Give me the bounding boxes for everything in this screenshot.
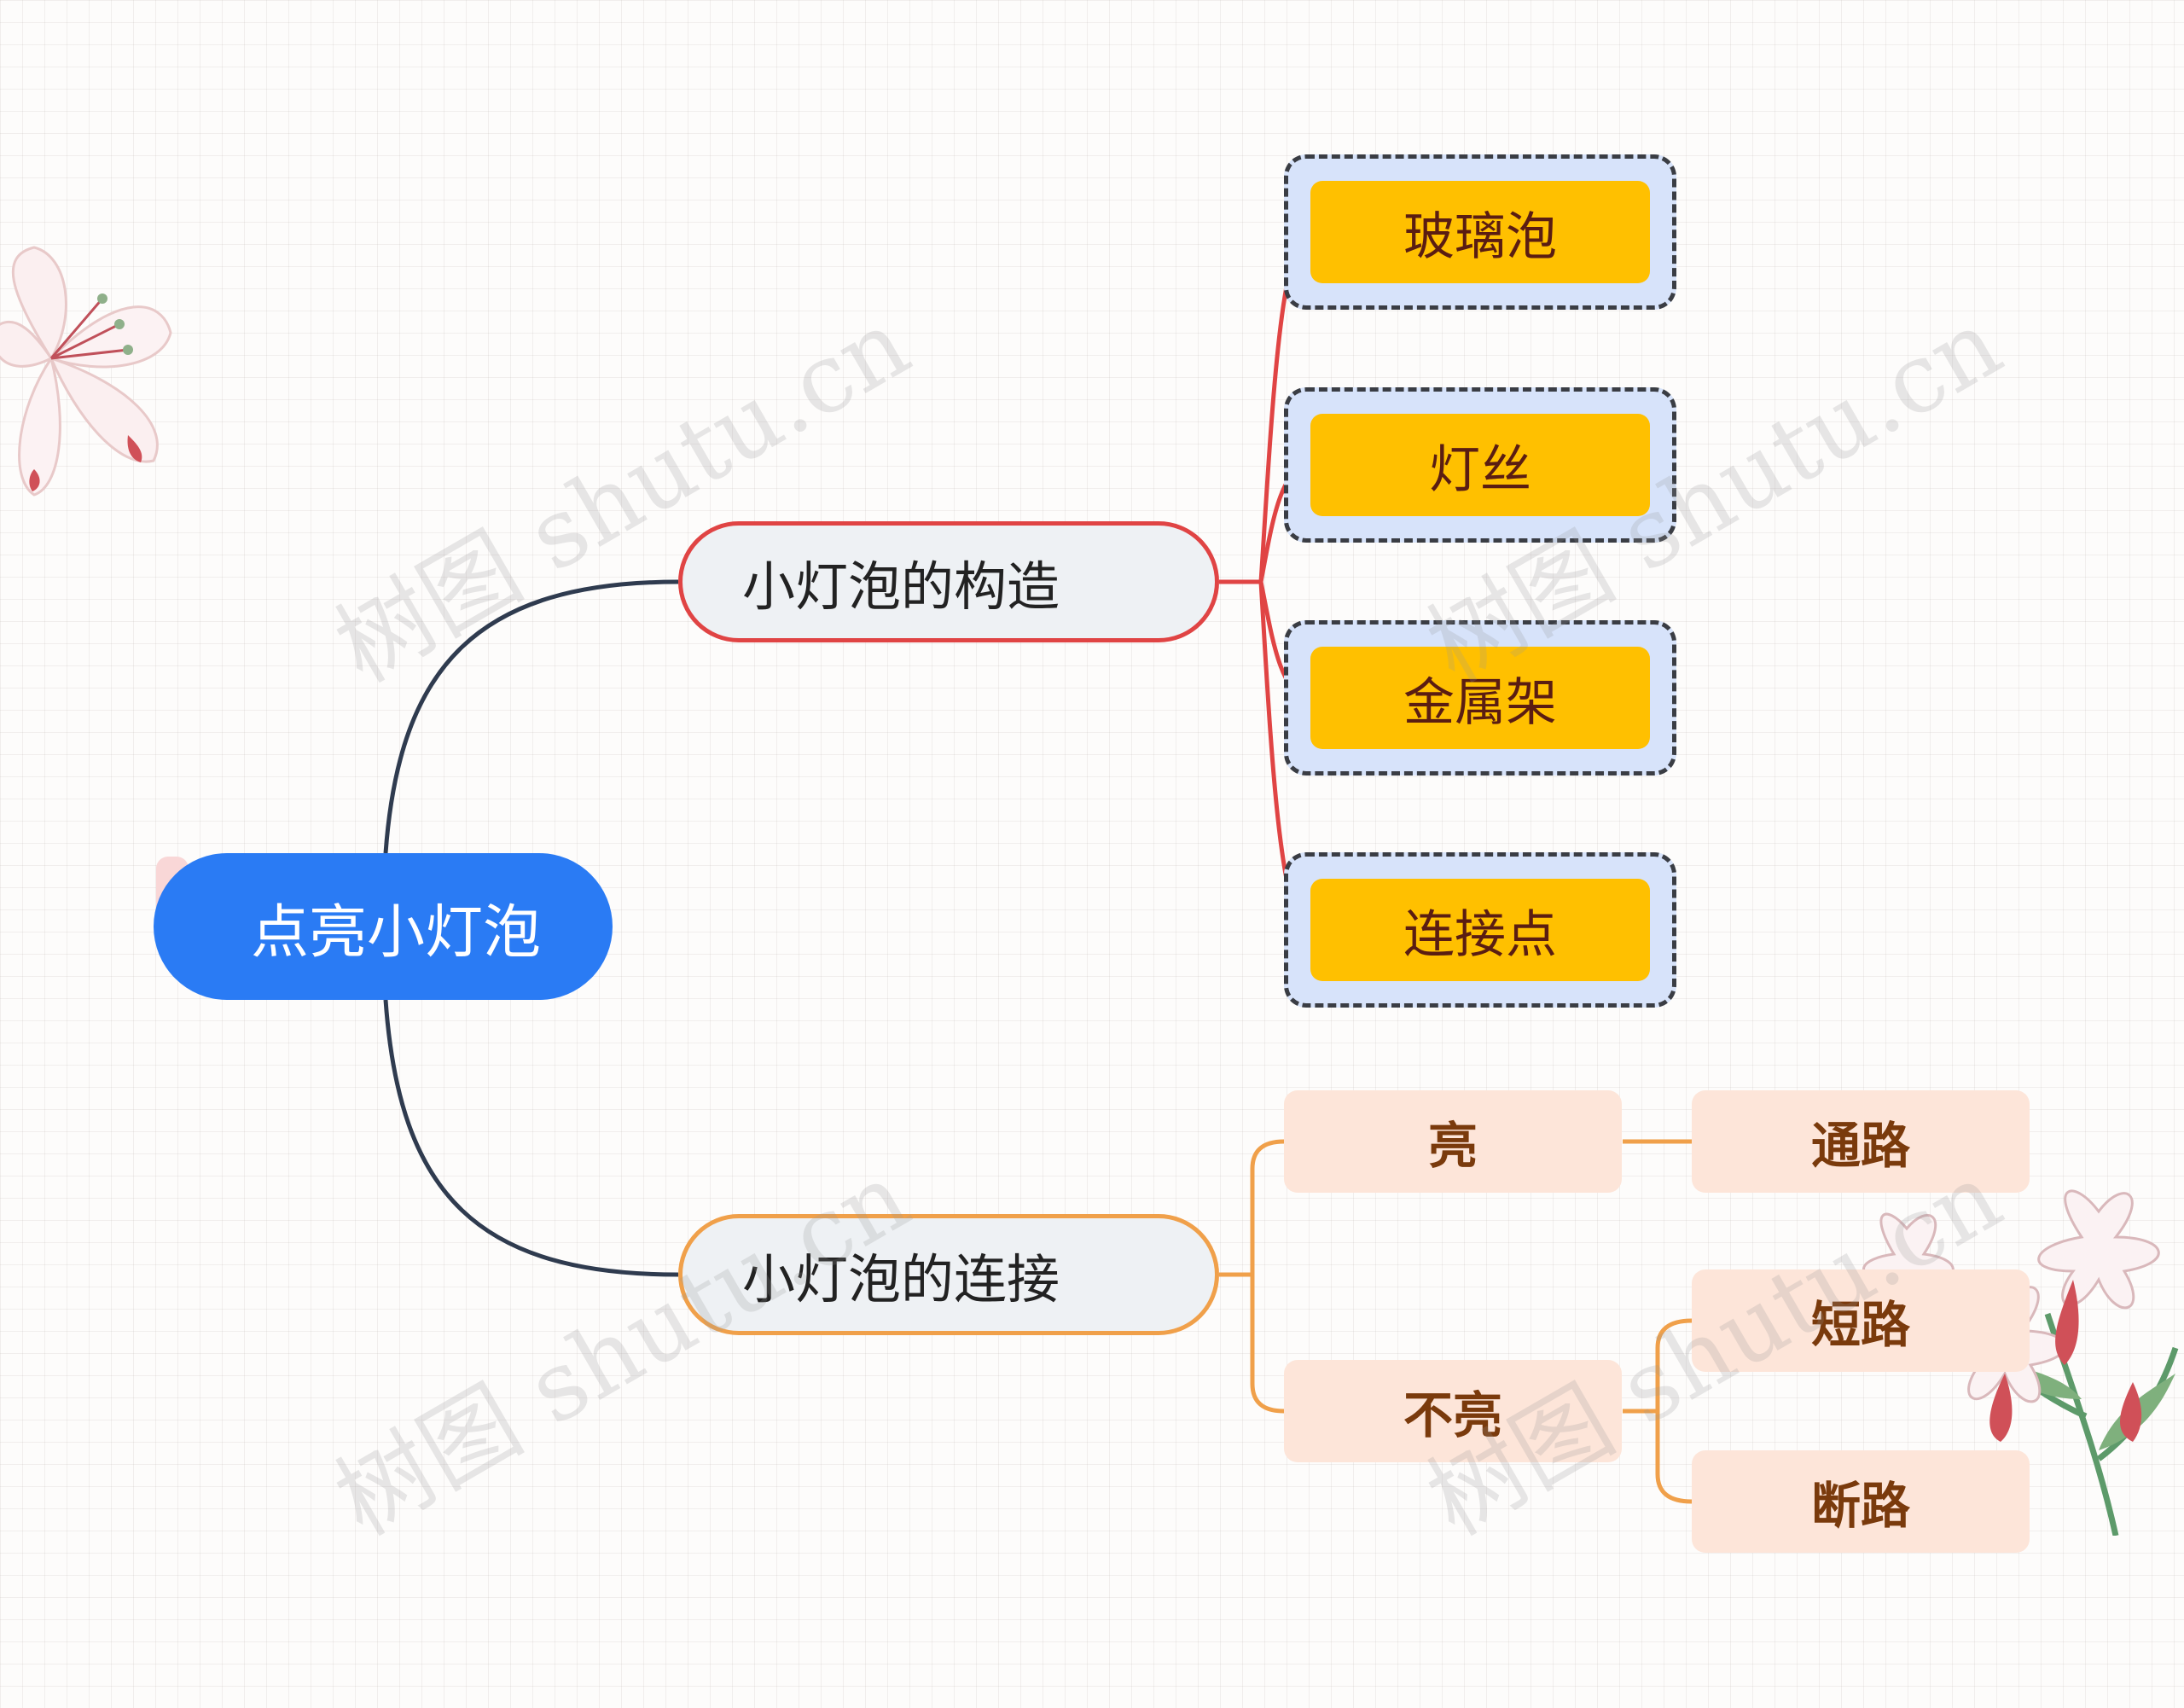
connector-connection-to-not-bright bbox=[1250, 1275, 1285, 1414]
root-topic[interactable]: 点亮小灯泡 bbox=[154, 853, 613, 1000]
branch-connection[interactable]: 小灯泡的连接 bbox=[678, 1214, 1219, 1335]
subtopic-not-bright[interactable]: 不亮 bbox=[1284, 1360, 1622, 1462]
subtopic-bright[interactable]: 亮 bbox=[1284, 1090, 1622, 1193]
connector-not-bright-to-open-circuit bbox=[1655, 1411, 1693, 1504]
connector-root-to-structure bbox=[383, 579, 679, 854]
lily-flower-top-left bbox=[0, 246, 172, 497]
connector-not-bright-to-short-circuit bbox=[1655, 1318, 1693, 1411]
subtopic-open-circuit[interactable]: 断路 bbox=[1692, 1450, 2030, 1553]
subtopic-closed-circuit[interactable]: 通路 bbox=[1692, 1090, 2030, 1193]
connector-root-to-connection bbox=[383, 999, 679, 1277]
leaf-filament[interactable]: 灯丝 bbox=[1310, 414, 1650, 516]
subtopic-short-circuit[interactable]: 短路 bbox=[1692, 1269, 2030, 1372]
leaf-contact-point[interactable]: 连接点 bbox=[1310, 879, 1650, 981]
connector-connection-to-bright bbox=[1250, 1139, 1285, 1275]
leaf-glass-bulb[interactable]: 玻璃泡 bbox=[1310, 181, 1650, 283]
leaf-metal-frame[interactable]: 金属架 bbox=[1310, 647, 1650, 749]
branch-structure[interactable]: 小灯泡的构造 bbox=[678, 521, 1219, 642]
